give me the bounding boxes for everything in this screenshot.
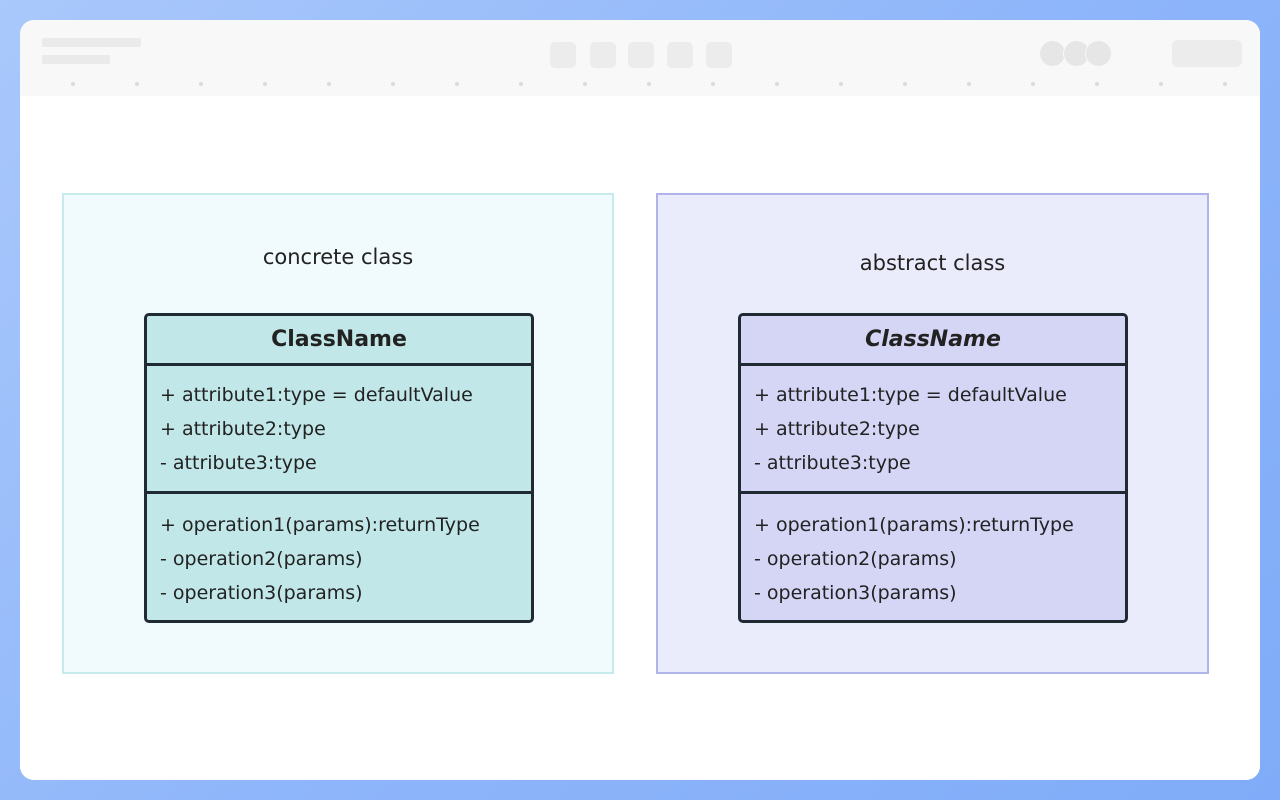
class-name: ClassName: [741, 316, 1125, 366]
ruler-tick: [1031, 82, 1035, 86]
toolbar-button-3[interactable]: [628, 42, 654, 68]
ruler-tick: [1159, 82, 1163, 86]
ruler-tick: [775, 82, 779, 86]
operations-compartment: + operation1(params):returnType - operat…: [147, 494, 531, 613]
toolbar: [20, 20, 1260, 96]
toolbar-button-2[interactable]: [590, 42, 616, 68]
attribute-line: + attribute1:type = defaultValue: [160, 384, 473, 406]
class-name: ClassName: [147, 316, 531, 366]
attribute-line: - attribute3:type: [160, 452, 317, 474]
share-button[interactable]: [1172, 40, 1242, 67]
ruler-tick: [135, 82, 139, 86]
abstract-class-frame[interactable]: abstract class ClassName + attribute1:ty…: [656, 193, 1209, 674]
attribute-line: - attribute3:type: [754, 452, 911, 474]
ruler-tick: [647, 82, 651, 86]
collaborator-avatar-3[interactable]: [1085, 40, 1112, 67]
collaborator-avatar-1[interactable]: [1039, 40, 1066, 67]
attributes-compartment: + attribute1:type = defaultValue + attri…: [147, 366, 531, 494]
uml-class-box[interactable]: ClassName + attribute1:type = defaultVal…: [738, 313, 1128, 623]
ruler-tick: [327, 82, 331, 86]
operation-line: - operation3(params): [754, 582, 957, 604]
ruler-tick: [391, 82, 395, 86]
ruler-tick: [967, 82, 971, 86]
toolbar-button-4[interactable]: [667, 42, 693, 68]
ruler-tick: [903, 82, 907, 86]
ruler-tick: [199, 82, 203, 86]
uml-class-box[interactable]: ClassName + attribute1:type = defaultVal…: [144, 313, 534, 623]
concrete-class-frame[interactable]: concrete class ClassName + attribute1:ty…: [62, 193, 614, 674]
ruler-tick: [71, 82, 75, 86]
frame-title: abstract class: [859, 251, 1006, 275]
document-title-placeholder: [42, 38, 141, 47]
toolbar-button-5[interactable]: [706, 42, 732, 68]
operations-compartment: + operation1(params):returnType - operat…: [741, 494, 1125, 613]
ruler-tick: [263, 82, 267, 86]
operation-line: + operation1(params):returnType: [754, 514, 1074, 536]
document-subtitle-placeholder: [42, 55, 110, 64]
attributes-compartment: + attribute1:type = defaultValue + attri…: [741, 366, 1125, 494]
ruler-tick: [455, 82, 459, 86]
ruler-tick: [839, 82, 843, 86]
attribute-line: + attribute2:type: [754, 418, 920, 440]
operation-line: + operation1(params):returnType: [160, 514, 480, 536]
ruler-tick: [711, 82, 715, 86]
ruler-tick: [1095, 82, 1099, 86]
app-window: concrete class ClassName + attribute1:ty…: [20, 20, 1260, 780]
diagram-canvas[interactable]: concrete class ClassName + attribute1:ty…: [20, 96, 1260, 780]
toolbar-button-1[interactable]: [550, 42, 576, 68]
ruler-tick: [519, 82, 523, 86]
operation-line: - operation2(params): [754, 548, 957, 570]
ruler-tick: [583, 82, 587, 86]
ruler-tick: [1223, 82, 1227, 86]
attribute-line: + attribute2:type: [160, 418, 326, 440]
frame-title: concrete class: [262, 245, 414, 269]
operation-line: - operation3(params): [160, 582, 363, 604]
operation-line: - operation2(params): [160, 548, 363, 570]
attribute-line: + attribute1:type = defaultValue: [754, 384, 1067, 406]
